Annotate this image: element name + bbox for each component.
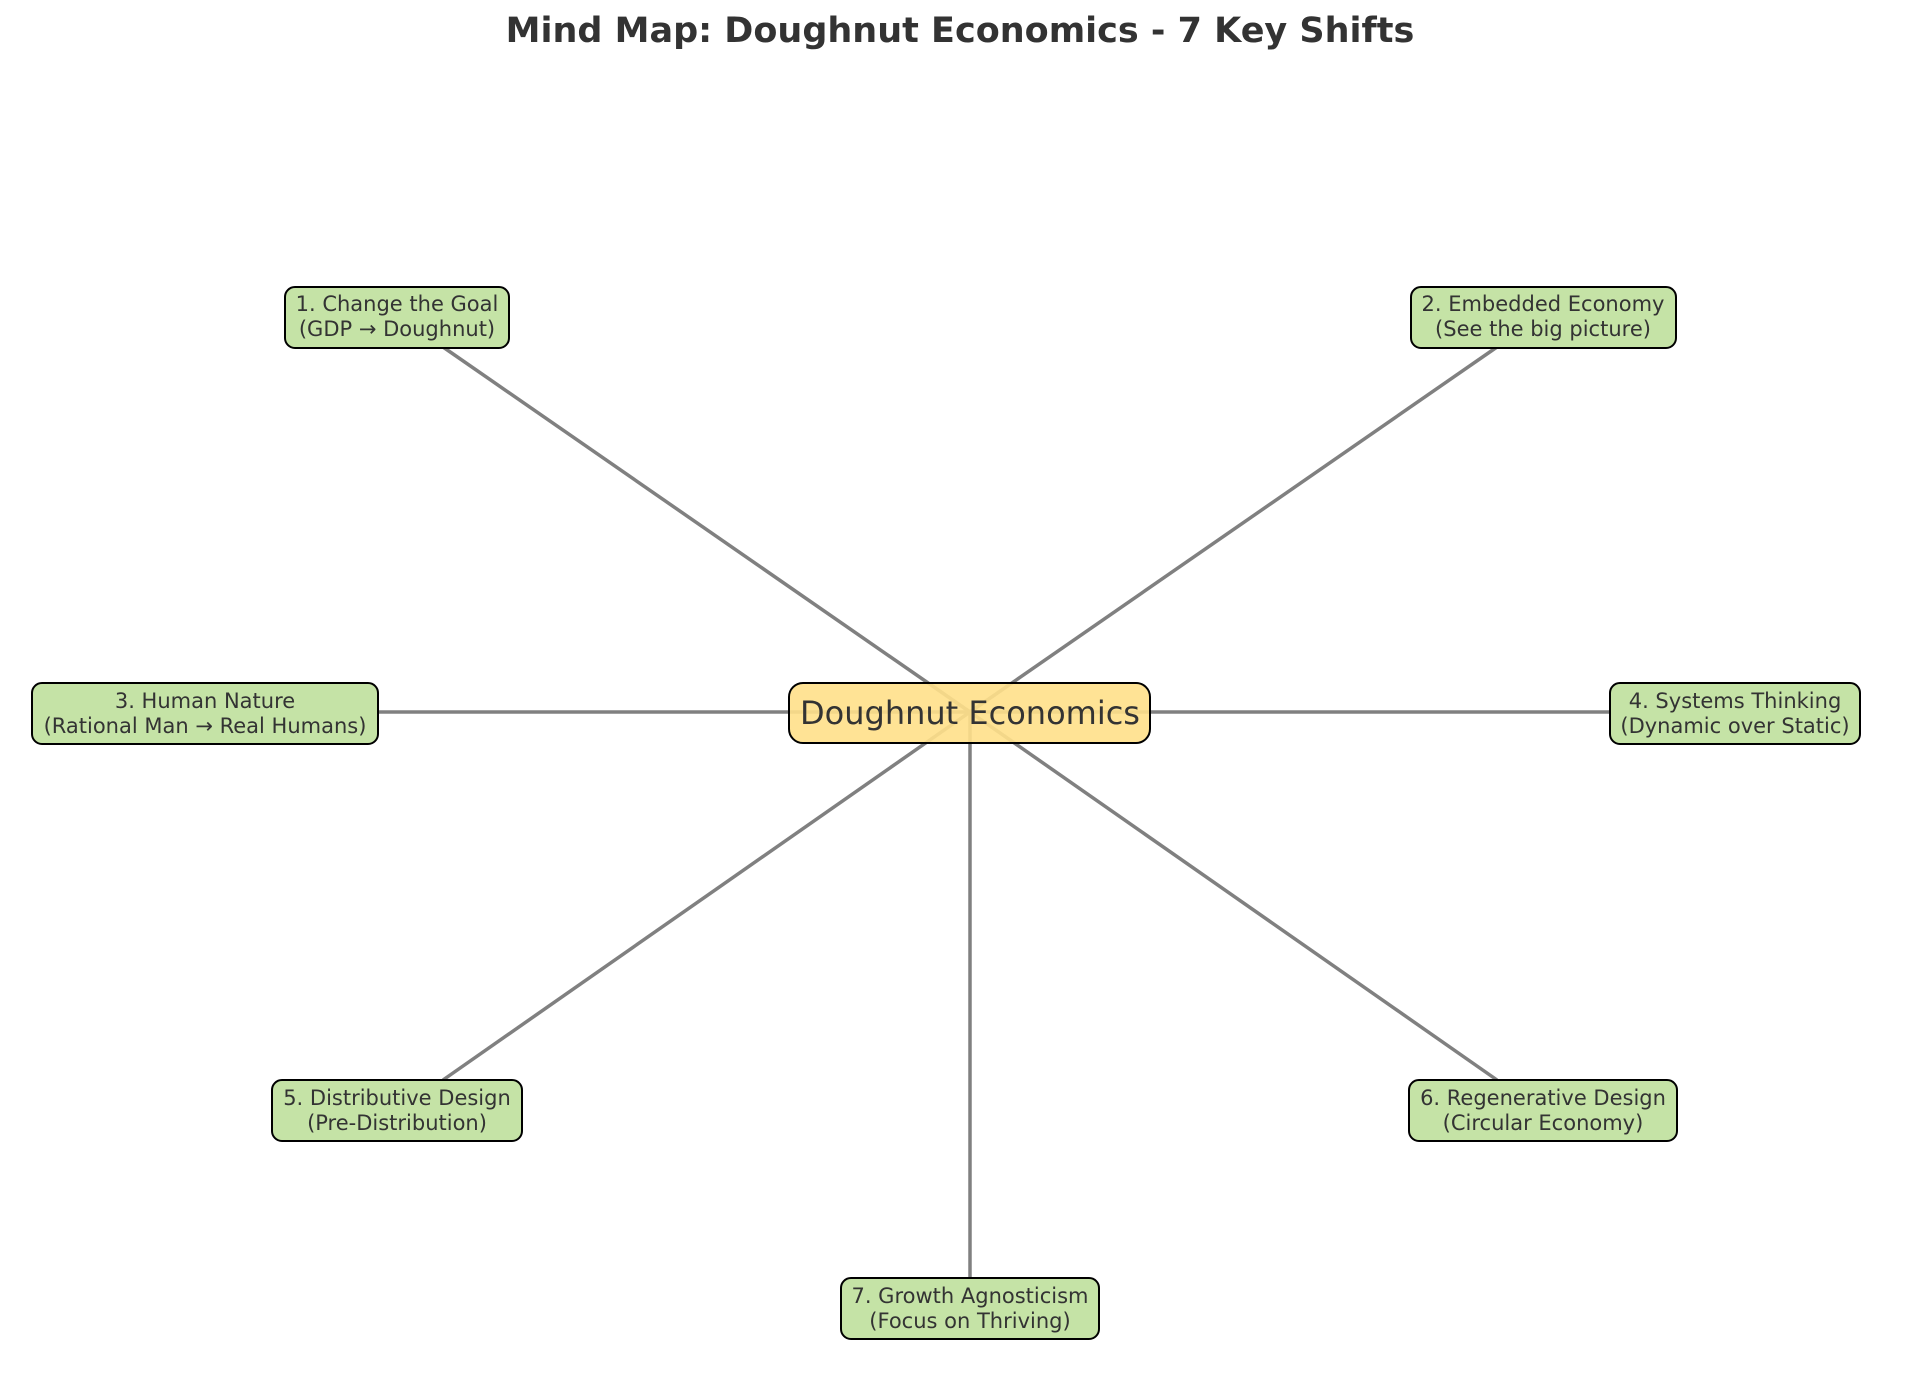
branch-node-box — [1609, 682, 1861, 745]
branch-node-box — [31, 682, 379, 745]
branch-node-subtitle: (GDP → Doughnut) — [299, 317, 495, 341]
branch-node-5: 5. Distributive Design (Pre-Distribution… — [271, 1079, 523, 1142]
center-node: Doughnut Economics — [788, 682, 1151, 744]
branch-node-2: 2. Embedded Economy (See the big picture… — [1410, 286, 1677, 349]
branch-node-subtitle: (See the big picture) — [1435, 317, 1651, 341]
branch-node-title: 2. Embedded Economy — [1422, 292, 1665, 316]
branch-node-subtitle: (Focus on Thriving) — [869, 1309, 1070, 1333]
branch-node-box — [284, 286, 510, 349]
branch-node-title: 3. Human Nature — [115, 689, 295, 713]
branch-node-title: 5. Distributive Design — [283, 1086, 511, 1110]
edge-change-the-goal — [442, 345, 971, 714]
branch-node-box — [271, 1079, 523, 1142]
branch-node-3: 3. Human Nature (Rational Man → Real Hum… — [31, 682, 379, 745]
center-node-label: Doughnut Economics — [800, 694, 1140, 732]
branch-node-title: 6. Regenerative Design — [1420, 1086, 1666, 1110]
branch-node-subtitle: (Rational Man → Real Humans) — [44, 714, 367, 738]
branch-node-box — [840, 1277, 1100, 1340]
branch-node-1: 1. Change the Goal (GDP → Doughnut) — [284, 286, 510, 349]
branch-node-box — [1408, 1079, 1678, 1142]
edge-distributive-design — [441, 710, 972, 1082]
branch-node-box — [1410, 286, 1677, 349]
branch-node-4: 4. Systems Thinking (Dynamic over Static… — [1609, 682, 1861, 745]
edge-embedded-economy — [969, 345, 1498, 714]
branch-node-subtitle: (Dynamic over Static) — [1620, 714, 1849, 738]
branch-node-title: 4. Systems Thinking — [1629, 689, 1842, 713]
branch-node-subtitle: (Circular Economy) — [1443, 1111, 1644, 1135]
branch-node-subtitle: (Pre-Distribution) — [307, 1111, 487, 1135]
edge-regenerative-design — [968, 710, 1499, 1082]
center-node-box — [788, 682, 1151, 744]
branch-node-title: 7. Growth Agnosticism — [851, 1284, 1088, 1308]
branch-node-7: 7. Growth Agnosticism (Focus on Thriving… — [840, 1277, 1100, 1340]
branch-node-6: 6. Regenerative Design (Circular Economy… — [1408, 1079, 1678, 1142]
diagram-title: Mind Map: Doughnut Economics - 7 Key Shi… — [506, 11, 1415, 51]
branch-node-title: 1. Change the Goal — [296, 292, 499, 316]
